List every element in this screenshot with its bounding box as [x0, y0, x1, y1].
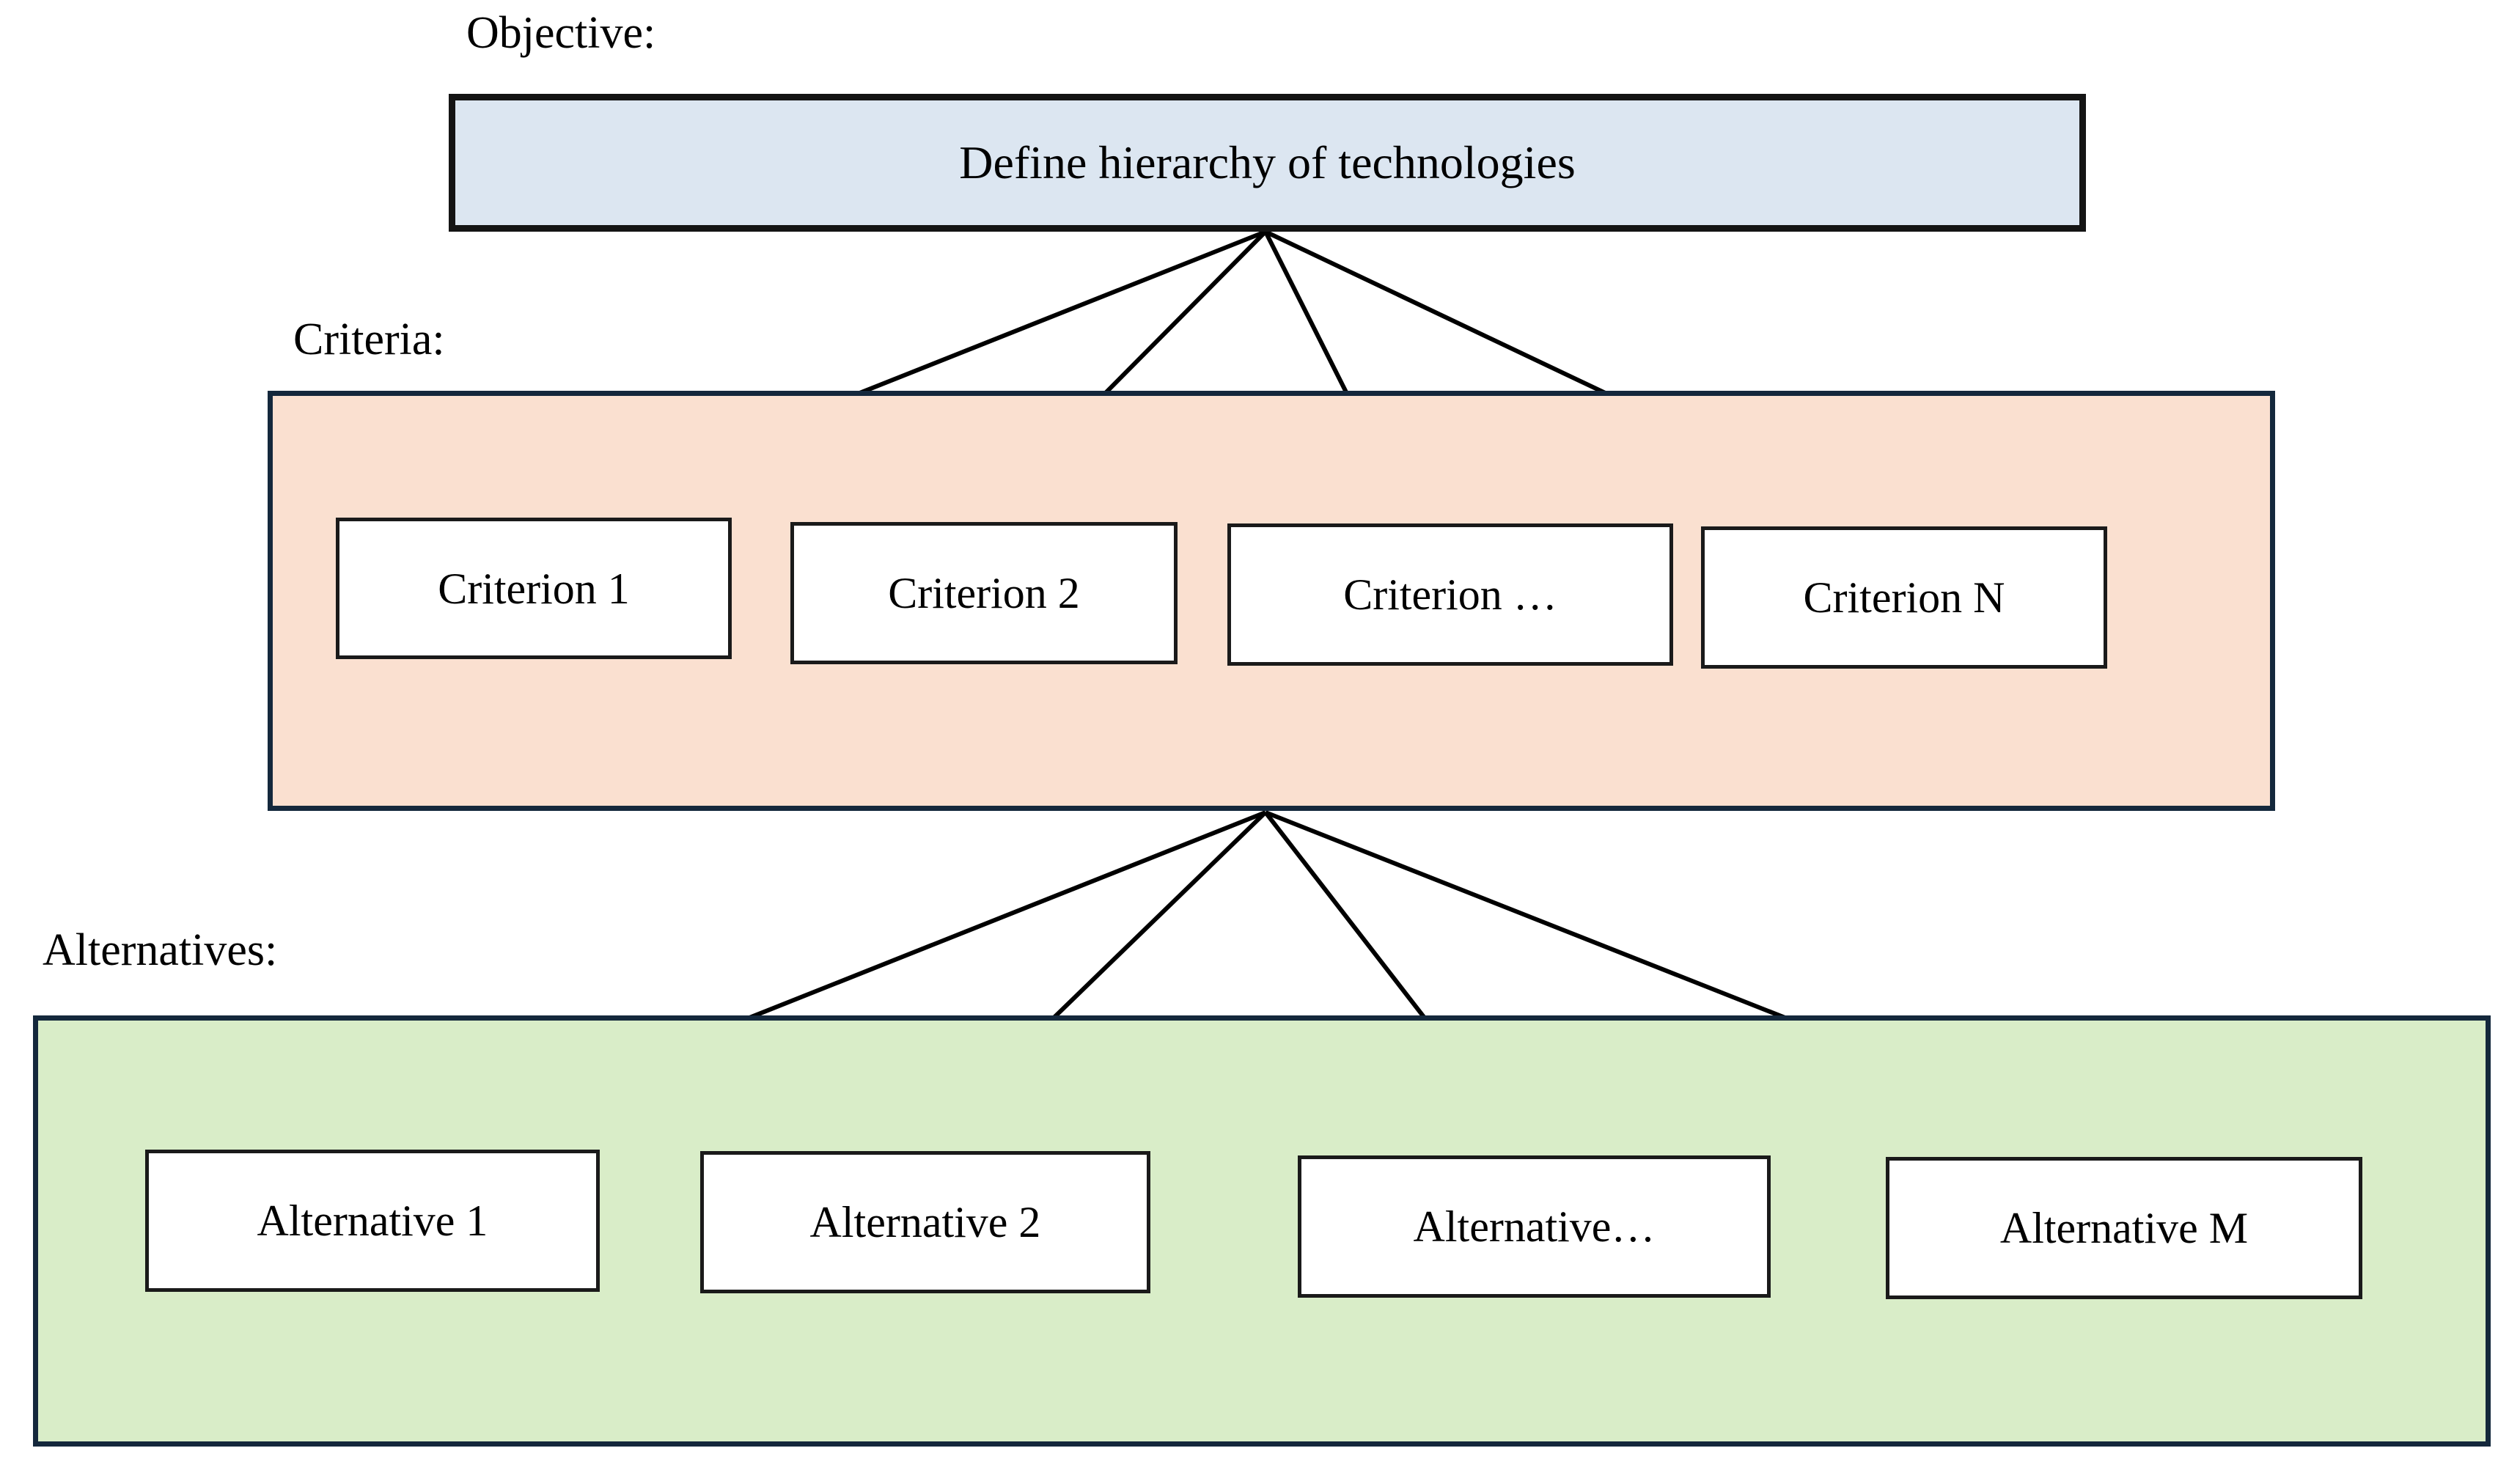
- criterion-node-2[interactable]: Criterion 2: [790, 522, 1178, 664]
- objective-panel: [449, 94, 2086, 232]
- alternative-node-ellipsis[interactable]: Alternative…: [1298, 1155, 1771, 1298]
- criterion-node-ellipsis[interactable]: Criterion …: [1227, 523, 1673, 666]
- criterion-node-n[interactable]: Criterion N: [1701, 526, 2107, 669]
- alternative-node-1[interactable]: Alternative 1: [145, 1150, 600, 1292]
- objective-section-label: Objective:: [466, 8, 656, 58]
- objective-node[interactable]: Define hierarchy of technologies: [959, 136, 1576, 188]
- criteria-section-label: Criteria:: [293, 315, 445, 364]
- alternative-node-2[interactable]: Alternative 2: [700, 1151, 1150, 1293]
- alternatives-section-label: Alternatives:: [43, 925, 278, 975]
- criterion-node-1[interactable]: Criterion 1: [336, 518, 732, 659]
- alternative-node-m[interactable]: Alternative M: [1886, 1157, 2362, 1299]
